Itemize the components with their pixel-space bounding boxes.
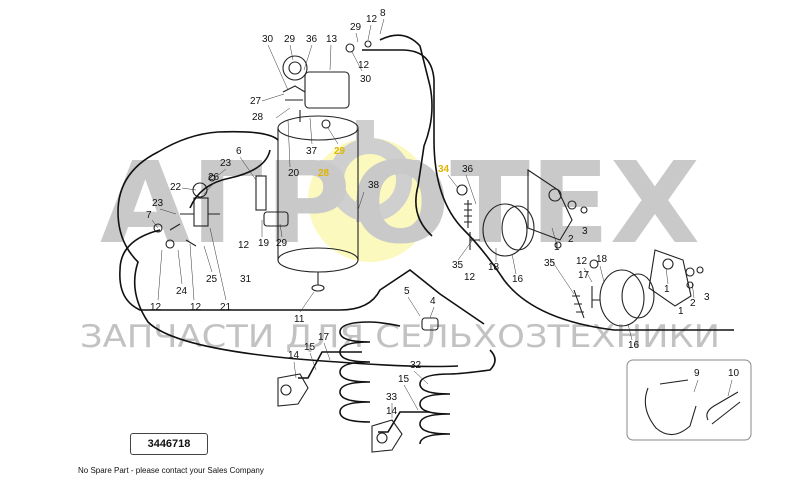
- callout-29b: 29: [350, 22, 362, 33]
- callout-30b: 30: [360, 74, 372, 85]
- callout-16b: 16: [628, 340, 640, 351]
- document-number-box: 3446718: [130, 433, 208, 455]
- callout-12g: 12: [576, 256, 588, 267]
- callout-23b: 23: [152, 198, 164, 209]
- callout-37: 37: [306, 146, 318, 157]
- callout-17b: 17: [578, 270, 590, 281]
- valve-block: [282, 40, 372, 129]
- callout-11: 11: [294, 314, 305, 325]
- callout-35a: 35: [452, 260, 464, 271]
- callout-1b: 1: [664, 284, 670, 295]
- callout-26: 26: [208, 172, 220, 183]
- callout-12c: 12: [238, 240, 250, 251]
- callout-5: 5: [404, 286, 410, 297]
- inset-box: [626, 359, 752, 441]
- watermark-gear-icon: [320, 120, 420, 222]
- callout-1c: 1: [678, 306, 684, 317]
- callout-31: 31: [240, 274, 252, 285]
- callout-38: 38: [368, 180, 380, 191]
- callout-9: 9: [694, 368, 700, 379]
- callout-4: 4: [430, 296, 436, 307]
- callout-32: 32: [410, 360, 422, 371]
- callout-23a: 23: [220, 158, 232, 169]
- watermark-brand: АГРОТЕХ: [100, 139, 700, 269]
- callout-15b: 15: [398, 374, 410, 385]
- callout-36a: 36: [306, 34, 318, 45]
- callout-12a: 12: [366, 14, 378, 25]
- callout-36b: 36: [462, 164, 474, 175]
- callout-24: 24: [176, 286, 188, 297]
- footer-note: No Spare Part - please contact your Sale…: [78, 466, 264, 475]
- callout-15a: 15: [304, 342, 316, 353]
- callout-35b: 35: [544, 258, 556, 269]
- hose-clamp-icon: [644, 379, 697, 436]
- callout-17: 17: [318, 332, 330, 343]
- callout-25: 25: [206, 274, 218, 285]
- callout-3a: 3: [582, 226, 588, 237]
- callout-7: 7: [146, 210, 152, 221]
- document-number: 3446718: [147, 438, 191, 450]
- callout-16a: 16: [512, 274, 524, 285]
- callout-18a: 18: [488, 262, 500, 273]
- callout-3b: 3: [704, 292, 710, 303]
- brake-chamber-upper: [456, 168, 588, 257]
- callout-21: 21: [220, 302, 232, 313]
- brake-chamber-lower: [572, 249, 704, 327]
- callout-19: 19: [258, 238, 270, 249]
- coil-hose-lower: [371, 349, 496, 453]
- callout-2a: 2: [568, 234, 574, 245]
- callout-12f: 12: [464, 272, 476, 283]
- callout-12d: 12: [150, 302, 162, 313]
- callout-29c: 29: [334, 146, 346, 157]
- air-hoses: [117, 34, 734, 368]
- air-tank: [277, 115, 359, 292]
- left-valve-assembly: [153, 174, 289, 249]
- callout-14a: 14: [288, 350, 300, 361]
- coil-hose-upper: [277, 317, 439, 423]
- watermark-subtitle: ЗАПЧАСТИ ДЛЯ СЕЛЬХОЗТЕХНИКИ: [80, 319, 720, 355]
- callout-8: 8: [380, 8, 386, 19]
- callout-34: 34: [438, 164, 450, 175]
- callout-1a: 1: [554, 242, 560, 253]
- callout-10: 10: [728, 368, 740, 379]
- callout-29d: 29: [276, 238, 288, 249]
- watermark: АГРОТЕХ ЗАПЧАСТИ ДЛЯ СЕЛЬХОЗТЕХНИКИ: [80, 120, 720, 355]
- callout-6: 6: [236, 146, 242, 157]
- callout-30a: 30: [262, 34, 274, 45]
- cotter-pin-icon: [706, 391, 741, 425]
- callouts: 30 29 36 13 29 12 8 12 30 27 28 37 29 6 …: [146, 8, 740, 418]
- callout-28b: 28: [318, 168, 330, 179]
- callout-12e: 12: [190, 302, 202, 313]
- callout-22: 22: [170, 182, 182, 193]
- callout-13: 13: [326, 34, 338, 45]
- callout-27: 27: [250, 96, 262, 107]
- callout-28a: 28: [252, 112, 264, 123]
- callout-2b: 2: [690, 298, 696, 309]
- leader-lines: [151, 18, 733, 418]
- callout-12b: 12: [358, 60, 370, 71]
- callout-20: 20: [288, 168, 300, 179]
- callout-18b: 18: [596, 254, 608, 265]
- callout-33: 33: [386, 392, 398, 403]
- callout-29a: 29: [284, 34, 296, 45]
